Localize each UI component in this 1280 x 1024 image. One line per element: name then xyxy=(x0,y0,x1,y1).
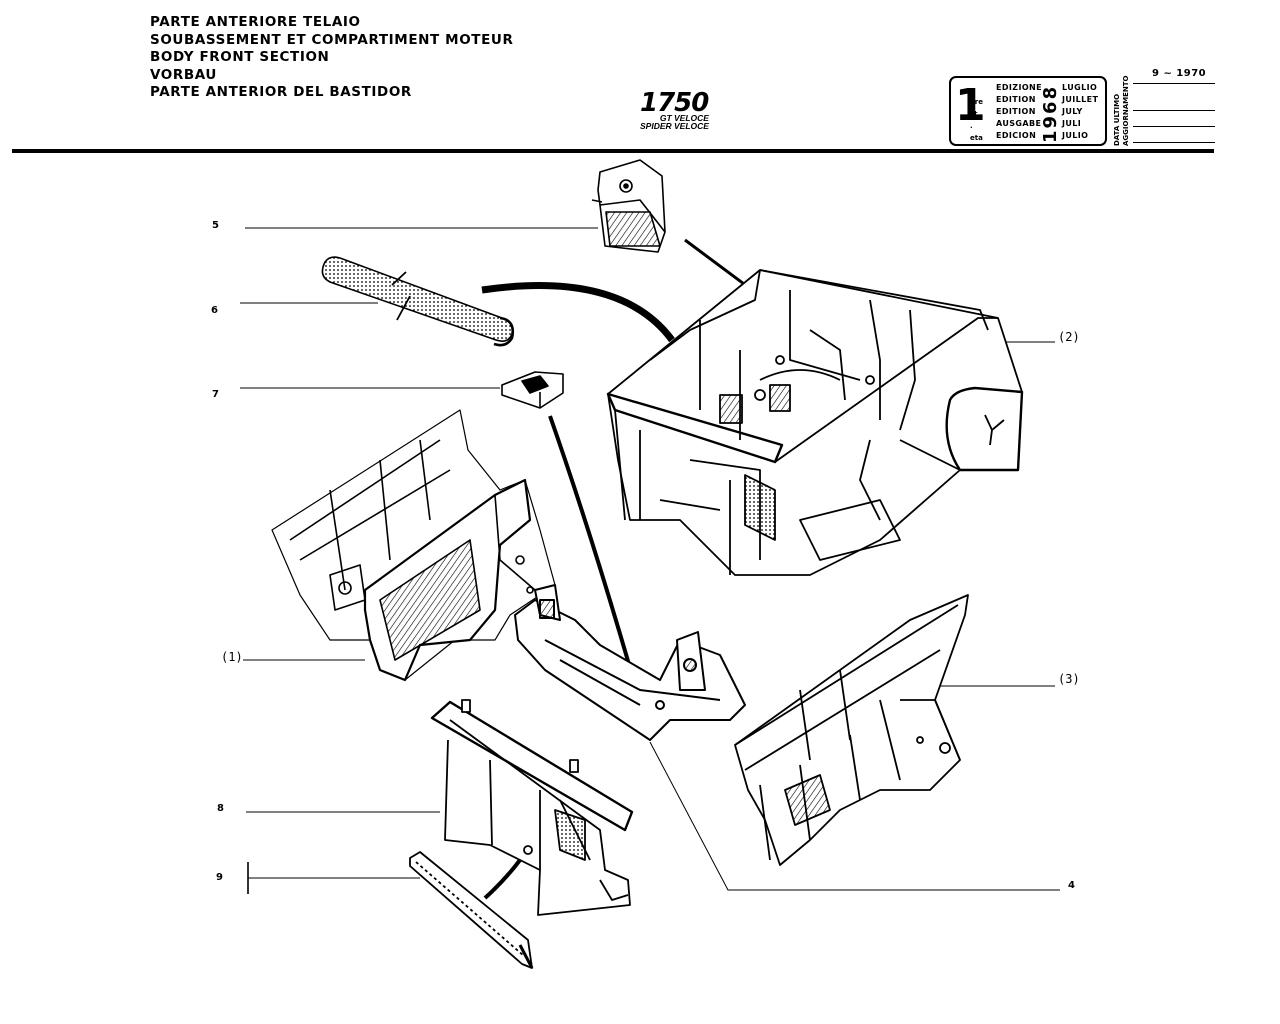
model-variant-spider: SPIDER VELOCE xyxy=(640,121,709,131)
model-number: 1750 xyxy=(640,88,709,118)
model-variant-gt: GT VELOCE xyxy=(659,113,709,123)
part-3-right-bulkhead xyxy=(734,594,969,866)
part-4-crossmember xyxy=(514,584,746,741)
leader-lines xyxy=(240,227,1060,894)
edition-month: JULY xyxy=(1062,107,1083,116)
callout-2: (2) xyxy=(1058,330,1080,344)
title-french: SOUBASSEMENT ET COMPARTIMENT MOTEUR xyxy=(150,31,514,48)
title-block: PARTE ANTERIORE TELAIO SOUBASSEMENT ET C… xyxy=(150,14,513,102)
part-8-radiator-support xyxy=(430,699,634,916)
callout-8: 8 xyxy=(217,803,224,814)
part-7-clip xyxy=(501,371,564,409)
title-german: VORBAU xyxy=(150,66,217,83)
update-rule xyxy=(1133,142,1215,143)
part-2-front-assembly xyxy=(606,269,1024,576)
callout-4: 4 xyxy=(1068,880,1075,891)
part-6-seal xyxy=(321,256,515,347)
part-1-left-bulkhead xyxy=(271,409,556,682)
callout-6: 6 xyxy=(211,305,218,316)
edition-ordinal: a xyxy=(970,86,975,94)
edition-label: EDITION xyxy=(996,107,1036,116)
edition-ordinal: ere xyxy=(970,98,983,106)
update-rule xyxy=(1133,126,1215,127)
callout-1: (1) xyxy=(221,650,243,664)
title-spanish: PARTE ANTERIOR DEL BASTIDOR xyxy=(150,84,412,100)
edition-ordinal: . xyxy=(970,122,973,130)
edition-month: JUILLET xyxy=(1062,95,1099,104)
edition-month: JULI xyxy=(1062,119,1082,128)
header-rule xyxy=(12,149,1214,153)
update-rule xyxy=(1133,110,1215,111)
edition-label: EDITION xyxy=(996,95,1036,104)
callout-3: (3) xyxy=(1058,672,1080,686)
edition-number: 1 xyxy=(955,80,986,131)
edition-label: AUSGABE xyxy=(996,119,1042,128)
edition-label: EDIZIONE xyxy=(996,83,1043,92)
edition-box xyxy=(949,76,1107,146)
part-5-bracket xyxy=(591,159,666,253)
model-label: 1750 GT VELOCE SPIDER VELOCE xyxy=(640,88,709,131)
edition-label: EDICION xyxy=(996,131,1037,140)
callout-7: 7 xyxy=(212,389,219,400)
callout-5: 5 xyxy=(212,220,219,231)
update-date: 9 ~ 1970 xyxy=(1152,68,1207,79)
title-english: BODY FRONT SECTION xyxy=(150,49,330,65)
part-9-strip xyxy=(409,851,534,969)
edition-month: JULIO xyxy=(1062,131,1089,140)
title-italian: PARTE ANTERIORE TELAIO xyxy=(150,14,361,30)
edition-month: LUGLIO xyxy=(1062,83,1098,92)
edition-ordinal: eta xyxy=(970,134,983,142)
update-rule xyxy=(1133,83,1215,84)
edition-ordinal: st xyxy=(970,110,978,118)
callout-9: 9 xyxy=(216,872,223,883)
